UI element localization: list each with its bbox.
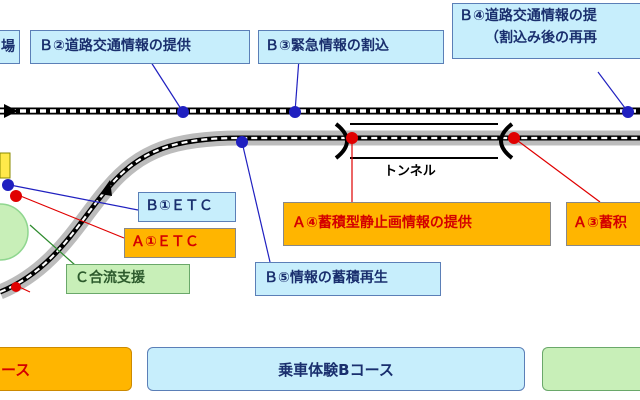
tunnel-shape bbox=[334, 122, 514, 160]
points bbox=[2, 106, 634, 292]
label-b4: Ｂ④道路交通情報の提 （割込み後の再再 bbox=[452, 3, 640, 59]
label-c1: Ｃ合流支援 bbox=[66, 264, 190, 294]
left-yellow-marker bbox=[0, 152, 11, 179]
course-b-bar[interactable]: 乗車体験Bコース bbox=[147, 347, 525, 391]
label-a1: Ａ①ＥＴＣ bbox=[124, 228, 236, 258]
label-b2: Ｂ②道路交通情報の提供 bbox=[30, 30, 250, 64]
label-b1: Ｂ①ＥＴＣ bbox=[138, 192, 236, 222]
label-b3: Ｂ③緊急情報の割込 bbox=[258, 30, 444, 64]
label-b5: Ｂ⑤情報の蓄積再生 bbox=[255, 262, 441, 296]
merge-zone bbox=[0, 203, 29, 261]
connectors bbox=[9, 44, 629, 293]
course-c-bar[interactable] bbox=[542, 347, 640, 391]
tunnel-label: トンネル bbox=[384, 164, 436, 179]
direction-arrow-icon bbox=[4, 104, 18, 118]
lower-arrow-icon bbox=[100, 180, 112, 196]
label-b-left-partial: 場 bbox=[0, 30, 20, 64]
label-a4: Ａ④蓄積型静止画情報の提供 bbox=[283, 202, 551, 246]
course-a-bar[interactable]: ース bbox=[0, 347, 132, 391]
upper-track bbox=[0, 104, 640, 118]
label-a3: Ａ③蓄积 bbox=[566, 202, 640, 246]
